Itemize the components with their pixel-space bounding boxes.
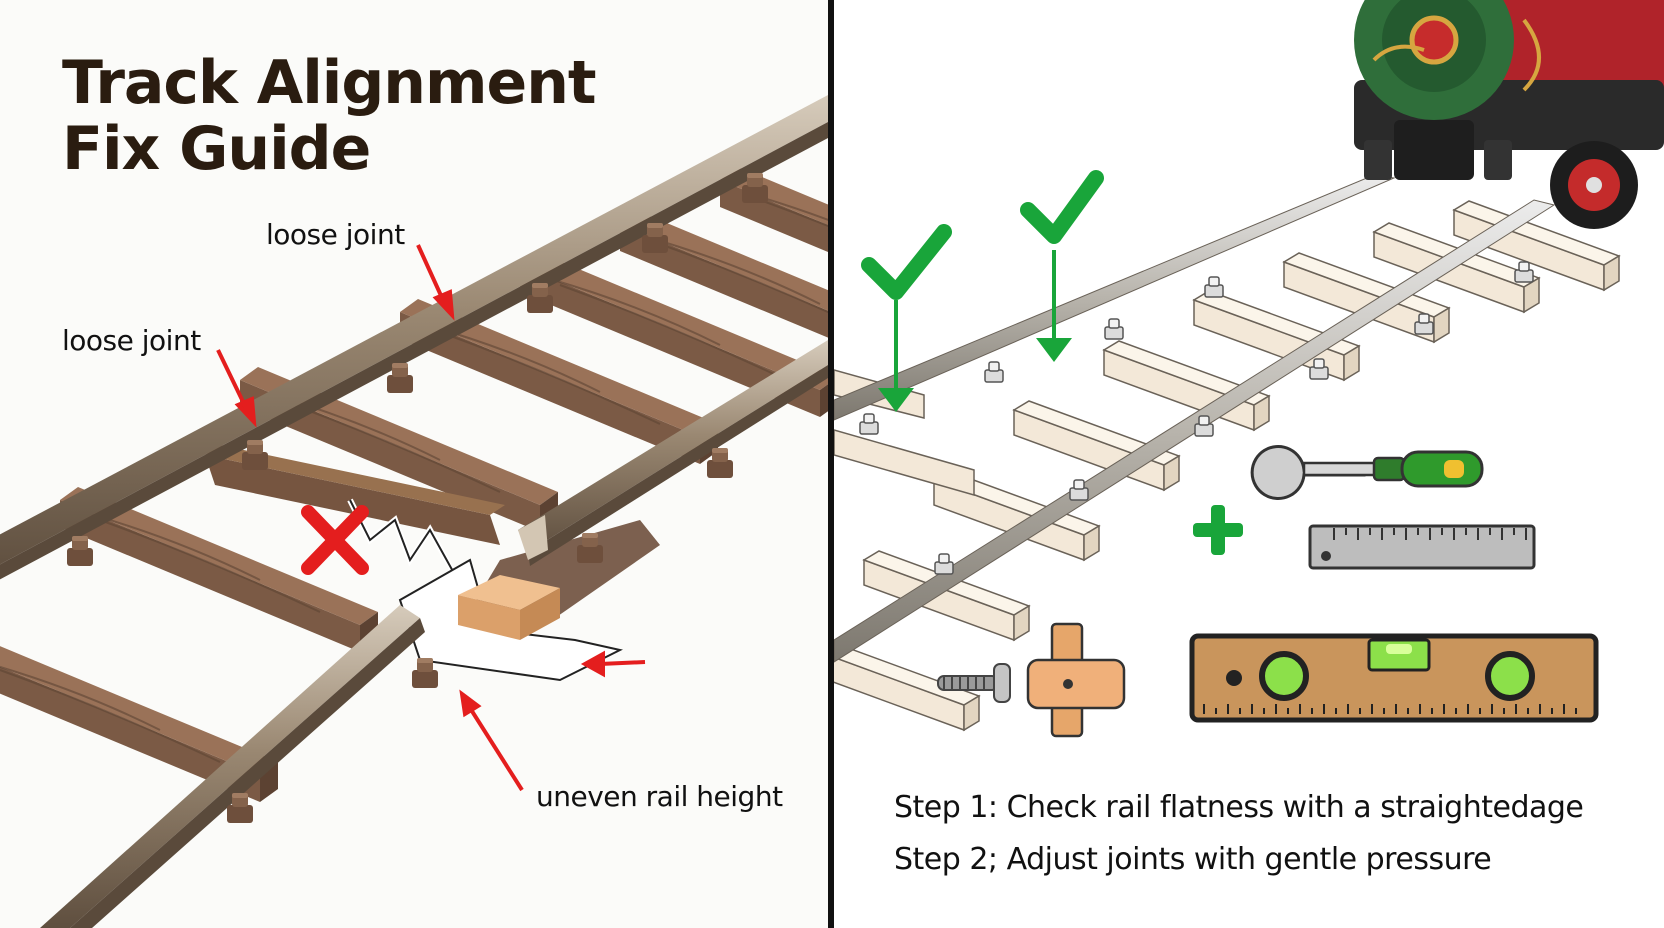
upper-joint-label: loose joint	[266, 218, 405, 251]
spirit-level-icon	[1189, 633, 1599, 723]
wrench-screwdriver-icon	[1250, 445, 1484, 500]
steps-list: Step 1: Check rail flatness with a strai…	[894, 782, 1584, 886]
screw-icon	[937, 663, 1011, 703]
problem-panel: Track Alignment Fix Guide loose joint lo…	[0, 0, 828, 928]
check-mark-icon-2	[1020, 170, 1104, 362]
right-rail-back	[518, 340, 828, 566]
left-rail	[0, 95, 828, 580]
plus-icon	[1193, 505, 1243, 555]
title-line-1: Track Alignment	[62, 48, 597, 118]
annotation-arrows	[216, 244, 646, 792]
step-1: Step 1: Check rail flatness with a strai…	[894, 790, 1584, 825]
wood-shim-icon	[1026, 622, 1126, 738]
ruler-icon	[1308, 524, 1536, 570]
rail-end	[518, 515, 548, 560]
rail-height-label: uneven rail height	[536, 780, 783, 813]
panel-divider	[828, 0, 834, 928]
lower-joint-label: loose joint	[62, 324, 201, 357]
solution-panel	[834, 0, 1664, 928]
left-rail-new	[834, 174, 1396, 421]
wood-shim	[458, 575, 560, 640]
check-mark-icon	[861, 224, 952, 412]
broken-tie	[205, 445, 660, 682]
repaired-track-illustration	[834, 0, 1664, 738]
title-line-2: Fix Guide	[62, 114, 371, 184]
damaged-track-illustration	[0, 95, 828, 928]
page-title: Track Alignment Fix Guide	[62, 48, 597, 184]
step-2: Step 2; Adjust joints with gentle pressu…	[894, 842, 1492, 877]
right-rail-front	[40, 605, 425, 928]
right-rail-new	[834, 199, 1556, 663]
locomotive	[1354, 0, 1664, 229]
x-mark-icon	[301, 505, 369, 575]
